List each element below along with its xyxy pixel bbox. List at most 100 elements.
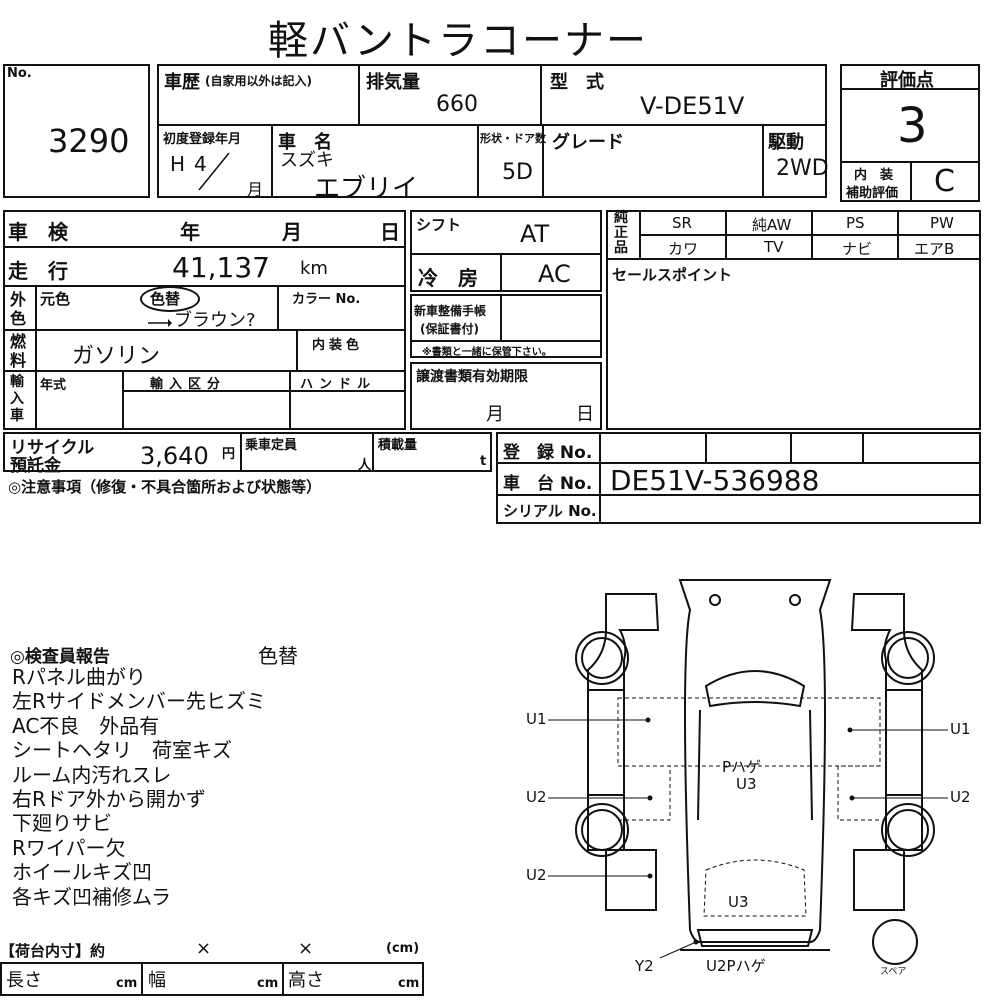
transfer-box: [410, 362, 602, 430]
shaken-month-label: 月: [282, 220, 302, 244]
transfer-label: 譲渡書類有効期限: [416, 369, 528, 385]
cargo-width-unit: cm: [257, 976, 279, 991]
lot-number-value: 3290: [48, 122, 130, 160]
interior-rating-value: C: [934, 164, 955, 199]
doors-label: 形状・ドア数: [480, 132, 546, 145]
capacity-label: 乗車定員: [245, 438, 298, 453]
option-alloy-wheel: 純AW: [752, 216, 792, 234]
diagram-u1-left: U1: [526, 710, 547, 728]
repaint-circle: [140, 286, 200, 312]
first-registration-month-unit: 月: [247, 180, 264, 199]
cargo-height-unit: cm: [398, 976, 420, 991]
registration-no-label: 登 録 No.: [503, 443, 593, 463]
exterior-color-side-label: 外色: [10, 290, 27, 328]
diagram-center-1: Pハゲ: [722, 758, 762, 776]
load-label: 積載量: [378, 438, 418, 453]
report-line: AC不良 外品有: [12, 713, 160, 738]
genuine-label: 純正品: [614, 210, 628, 256]
report-line: 右Rドア外から開かず: [12, 787, 206, 812]
rating-value: 3: [897, 98, 928, 154]
diagram-center-2: U3: [736, 775, 757, 793]
manual-label-1: 新車整備手帳: [414, 304, 487, 318]
color-no-label: カラー No.: [292, 292, 361, 307]
inspection-box: [3, 210, 406, 430]
vehicle-info-box: [157, 64, 827, 198]
doors-value: 5D: [502, 160, 533, 185]
repaint-label: 色替: [150, 290, 181, 308]
mileage-label: 走 行: [8, 259, 68, 283]
import-side-label: 輸入車: [10, 374, 24, 424]
lot-number-box: [3, 64, 150, 198]
recycle-label-1: リサイクル: [10, 438, 95, 458]
shaken-day-label: 日: [380, 220, 400, 244]
load-unit: t: [480, 454, 487, 469]
shaken-label: 車 検: [8, 220, 68, 244]
cargo-length-unit: cm: [116, 976, 138, 991]
interior-rating-label-2: 補助評価: [846, 186, 899, 201]
recycle-unit: 円: [222, 447, 236, 462]
cargo-label: 【荷台内寸】約: [0, 942, 106, 960]
manual-label-2: (保証書付): [420, 322, 479, 336]
first-registration-year: 4: [194, 152, 207, 176]
report-line: ルーム内汚れスレ: [12, 762, 172, 787]
first-registration-label: 初度登録年月: [163, 132, 242, 147]
serial-no-label: シリアル No.: [503, 502, 597, 520]
model-label: 型 式: [550, 72, 604, 93]
report-heading: ◎検査員報告: [10, 647, 110, 667]
shift-value: AT: [520, 220, 550, 248]
car-name-label: 車 名: [278, 132, 332, 153]
option-ps: PS: [846, 214, 865, 232]
manual-note: ※書類と一緒に保管下さい。: [422, 347, 552, 358]
report-line: 下廻りサビ: [12, 811, 112, 836]
recycle-label-2: 預託金: [10, 456, 61, 476]
handle-label: ハンドル: [300, 377, 377, 392]
sales-point-box: [606, 258, 981, 430]
maker-name: スズキ: [280, 150, 334, 171]
sales-point-label: セールスポイント: [612, 266, 733, 284]
chassis-no-value: DE51V-536988: [610, 464, 820, 497]
shaken-year-label: 年: [180, 220, 200, 244]
report-line: Rワイパー欠: [12, 835, 126, 860]
drive-label: 駆動: [768, 132, 804, 153]
import-class-label: 輸入区分: [150, 377, 227, 392]
cargo-height-label: 高さ: [288, 970, 324, 991]
grade-label: グレード: [552, 132, 624, 153]
report-line: 左Rサイドメンバー先ヒズミ: [12, 689, 266, 714]
car-damage-diagram: [548, 579, 948, 965]
cargo-unit: (cm): [386, 941, 420, 956]
shift-label: シフト: [416, 216, 462, 234]
report-line: 各キズ凹補修ムラ: [12, 884, 171, 909]
history-note: (自家用以外は記入): [205, 74, 312, 88]
capacity-unit: 人: [358, 458, 372, 473]
registration-box: [496, 432, 981, 524]
report-line: Rパネル曲がり: [12, 665, 146, 689]
diagram-u1-right: U1: [950, 720, 971, 738]
interior-rating-label-1: 内 装: [854, 168, 894, 183]
first-registration-era: H: [170, 152, 186, 176]
rating-label: 評価点: [880, 70, 934, 91]
original-color-label: 元色: [40, 290, 71, 308]
option-leather: カワ: [668, 240, 699, 258]
notes-label: ◎注意事項（修復・不具合箇所および状態等）: [8, 478, 322, 496]
report-list: Rパネル曲がり 左Rサイドメンバー先ヒズミ AC不良 外品有 シートヘタリ 荷室…: [12, 665, 266, 909]
option-sr: SR: [672, 214, 692, 232]
fuel-side-label: 燃料: [10, 332, 27, 370]
diagram-bottom: U2Pハゲ: [706, 957, 766, 975]
shift-ac-box: [410, 210, 602, 292]
history-label: 車歴: [164, 72, 200, 93]
cargo-length-label: 長さ: [6, 970, 42, 991]
ac-label: 冷 房: [418, 266, 478, 290]
sheet-title: 軽バントラコーナー: [268, 18, 648, 64]
cargo-width-label: 幅: [148, 970, 166, 991]
drive-value: 2WD: [776, 156, 829, 181]
option-airbag: エアB: [914, 240, 955, 258]
option-tv: TV: [764, 238, 784, 256]
date-slash: [198, 152, 230, 191]
import-year-label: 年式: [40, 378, 67, 393]
report-line: ホイールキズ凹: [12, 860, 152, 885]
mileage-unit: km: [300, 258, 328, 279]
transfer-month: 月: [486, 404, 504, 425]
fuel-value: ガソリン: [72, 344, 161, 369]
report-line: シートヘタリ 荷室キズ: [12, 738, 232, 763]
mileage-value: 41,137: [172, 251, 270, 284]
